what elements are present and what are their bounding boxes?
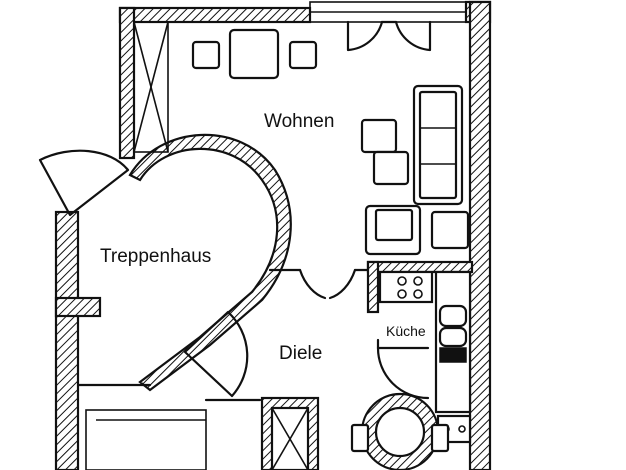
shaft-top-left (133, 21, 169, 153)
diele-door-swing (183, 310, 249, 398)
left-wall-upper (118, 6, 136, 160)
room-label-kueche: Küche (386, 323, 426, 339)
fridge (439, 347, 467, 363)
room-label-diele: Diele (279, 343, 322, 364)
door-swing-left (346, 20, 384, 52)
round-stair (350, 392, 450, 470)
side-table-left (191, 40, 221, 70)
curved-wall (128, 133, 292, 392)
right-wall (468, 0, 492, 470)
top-window (309, 1, 467, 52)
top-wall-left (118, 6, 312, 24)
kitchen-fixtures (378, 270, 472, 444)
shaft-bottom (260, 396, 320, 470)
living-furniture (191, 28, 470, 256)
room-label-wohnen: Wohnen (264, 111, 334, 132)
partitions (76, 260, 474, 470)
left-wall-lower (54, 210, 80, 470)
armchair-1 (360, 118, 398, 154)
left-entry-door (38, 149, 130, 217)
stairhall-wall (128, 133, 292, 392)
exterior-walls (54, 0, 492, 470)
armchair-2 (372, 150, 410, 186)
left-wall-stub (54, 296, 102, 318)
door-swing-right (394, 20, 432, 52)
kitchen-left-wall (366, 260, 380, 314)
diele-door (183, 310, 249, 398)
coffee-table (228, 28, 280, 80)
dining-table (430, 210, 470, 250)
kitchen-top-wall (366, 260, 474, 274)
door-leaf (38, 149, 130, 217)
lower-room (85, 409, 207, 470)
stove (378, 270, 434, 304)
kitchen-door-swing (376, 346, 430, 400)
side-table-right (288, 40, 318, 70)
room-label-treppenhaus: Treppenhaus (100, 246, 211, 267)
sink (438, 304, 468, 328)
